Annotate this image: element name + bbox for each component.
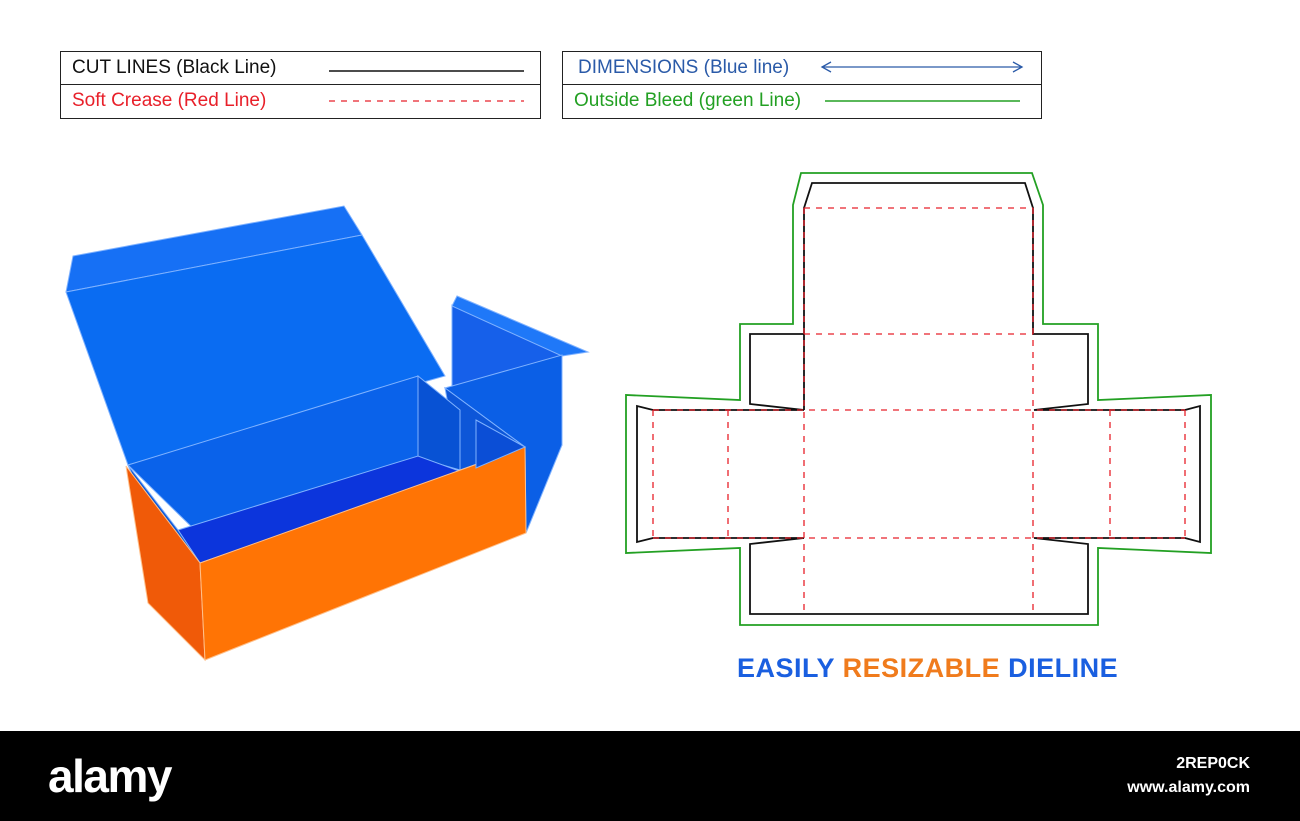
crease-line-sample: [329, 100, 524, 102]
legend-row-outside-bleed: Outside Bleed (green Line): [563, 84, 1041, 116]
bleed-line-sample: [825, 100, 1020, 102]
legend-label-soft-crease: Soft Crease (Red Line): [72, 90, 267, 111]
tagline-word-resizable: RESIZABLE: [842, 653, 1001, 683]
footer-bar: alamy 2REP0CK www.alamy.com: [0, 731, 1300, 821]
legend-label-cut-lines: CUT LINES (Black Line): [72, 57, 277, 78]
cut-line-sample: [329, 70, 524, 72]
legend-row-soft-crease: Soft Crease (Red Line): [61, 84, 540, 116]
tagline-word-easily: EASILY: [737, 653, 835, 683]
cut-outline: [636, 182, 1201, 615]
legend-label-outside-bleed: Outside Bleed (green Line): [574, 90, 802, 111]
box-3d-illustration: [65, 205, 590, 662]
crease-lines: [652, 207, 1186, 614]
legend-box-right: DIMENSIONS (Blue line) Outside Bleed (gr…: [562, 51, 1042, 119]
dieline-diagram: [625, 172, 1212, 626]
tagline-word-dieline: DIELINE: [1008, 653, 1119, 683]
tagline: EASILY RESIZABLE DIELINE: [737, 653, 1118, 684]
dimension-arrow-sample: [820, 61, 1024, 73]
legend-box-left: CUT LINES (Black Line) Soft Crease (Red …: [60, 51, 541, 119]
legend-row-cut-lines: CUT LINES (Black Line): [61, 52, 540, 84]
footer-url: www.alamy.com: [1127, 779, 1250, 796]
bleed-outline: [625, 172, 1212, 626]
footer-image-id: 2REP0CK: [1176, 755, 1250, 772]
legend-row-dimensions: DIMENSIONS (Blue line): [563, 52, 1041, 84]
legend-label-dimensions: DIMENSIONS (Blue line): [578, 57, 790, 78]
footer-logo: alamy: [48, 750, 172, 802]
